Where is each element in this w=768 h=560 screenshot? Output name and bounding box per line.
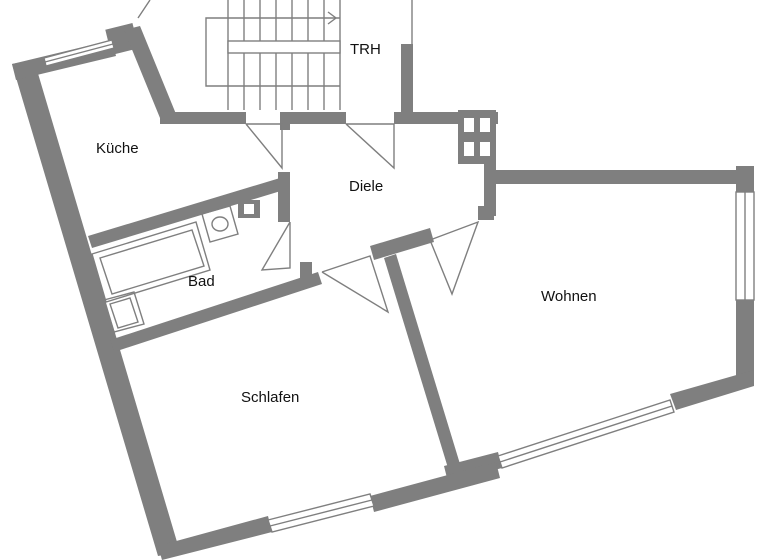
room-label-trh: TRH [350, 41, 381, 58]
washbasin-bowl [211, 216, 229, 232]
wall-diele-right-stub [478, 206, 494, 220]
stair-outline [205, 17, 228, 87]
windows [43, 39, 755, 533]
stair-handrail [227, 40, 341, 54]
bathtub-inner [99, 229, 205, 295]
stair-arrow-icon [327, 11, 338, 25]
wall-stair-bottom-left [160, 112, 246, 124]
stair-treads [227, 0, 341, 110]
door-bad [260, 221, 291, 271]
room-label-kueche: Küche [96, 140, 139, 157]
room-label-bad: Bad [188, 273, 215, 290]
wall-diele-right [484, 160, 496, 216]
walls [12, 22, 754, 560]
shaft-cell-4 [480, 142, 490, 156]
room-label-diele: Diele [349, 178, 383, 195]
stairwell [137, 0, 413, 114]
doors [245, 123, 480, 314]
door-wohnen [429, 220, 480, 296]
wall-wohnen-bottom-right [670, 370, 754, 410]
room-label-schlafen: Schlafen [241, 389, 299, 406]
wall-wohnen-corner-top [736, 166, 754, 192]
shower-inner [109, 297, 139, 329]
door-schlafen [321, 255, 390, 314]
shaft-cell-1 [464, 118, 474, 132]
wall-stair-bottom-mid [280, 112, 346, 124]
wall-bad-right [278, 172, 290, 222]
toilet-block-hole [244, 204, 254, 214]
shaft-cell-3 [464, 142, 474, 156]
washbasin-icon [201, 205, 239, 243]
wall-schlafen-bottom-left [158, 516, 272, 560]
wall-kitchen-bad [88, 178, 284, 248]
wall-diele-bottom [370, 228, 434, 260]
stair-edge-line [137, 0, 151, 19]
door-kitchen [245, 123, 283, 170]
wall-schlafen-bottom-mid [370, 462, 500, 512]
wall-bad-schlafen [110, 272, 322, 352]
wall-schlafen-wohnen [384, 254, 460, 468]
door-entry [345, 123, 395, 170]
wall-kitchen-right [124, 26, 176, 118]
wall-wohnen-right-lower [736, 300, 754, 386]
shaft-cell-2 [480, 118, 490, 132]
bathroom-fixtures [91, 200, 260, 333]
wall-diele-left-stub [280, 118, 290, 130]
shower-icon [103, 291, 145, 333]
wall-wohnen-top [494, 170, 750, 184]
stairwell-wall-right [401, 44, 413, 114]
wall-bad-right-stub [300, 262, 312, 278]
room-label-wohnen: Wohnen [541, 288, 597, 305]
bathtub-icon [91, 221, 211, 303]
wall-left-outer [12, 60, 180, 556]
shaft-block [458, 110, 496, 164]
